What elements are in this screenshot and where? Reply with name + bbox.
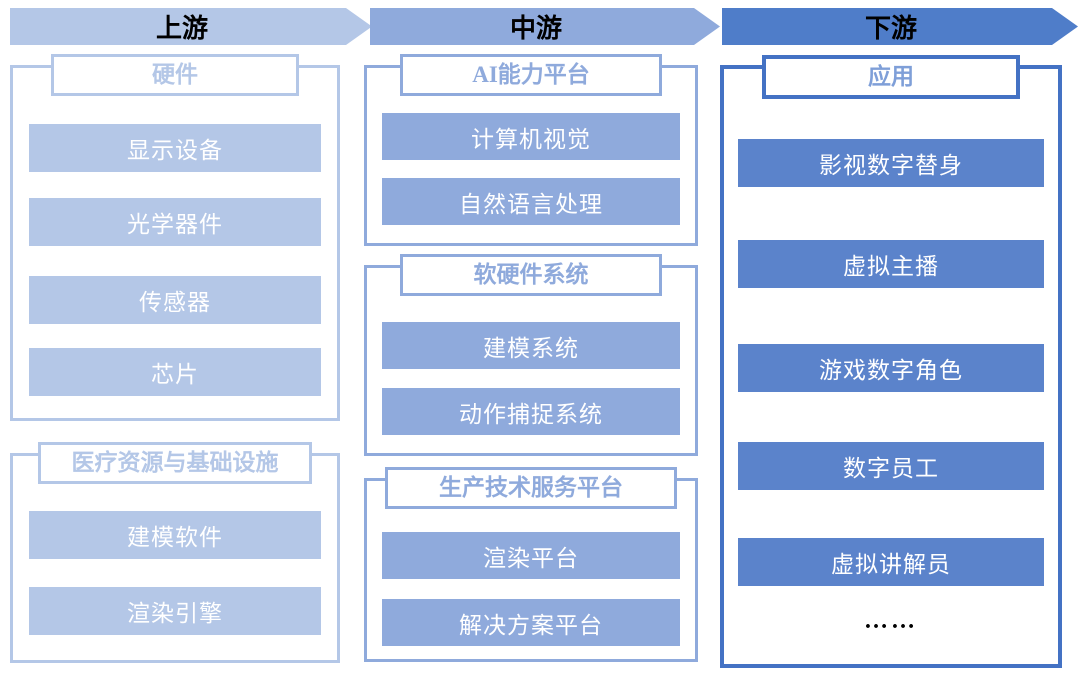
- chain-item-game-digital-characters: 游戏数字角色: [738, 344, 1044, 392]
- group-applications: 应用 影视数字替身 虚拟主播 游戏数字角色 数字员工 虚拟讲解员 ……: [720, 55, 1062, 668]
- stage-label-upstream: 上游: [155, 14, 208, 43]
- group-title-ai-capability-platform: AI能力平台: [400, 54, 662, 96]
- group-title-production-tech-service-platform: 生产技术服务平台: [385, 467, 677, 509]
- group-title-hardware: 硬件: [51, 54, 299, 96]
- group-resources-infrastructure: 医疗资源与基础设施 建模软件 渲染引擎: [10, 442, 340, 663]
- chain-item-computer-vision: 计算机视觉: [382, 113, 680, 160]
- stage-arrow-midstream: 中游: [370, 8, 720, 45]
- chain-item-more-ellipsis: ……: [864, 607, 918, 634]
- stage-label-midstream: 中游: [509, 14, 562, 43]
- group-title-software-hardware-systems: 软硬件系统: [400, 254, 662, 296]
- stage-arrow-upstream: 上游: [10, 8, 372, 45]
- chain-item-display-devices: 显示设备: [29, 124, 321, 172]
- group-ai-capability-platform: AI能力平台 计算机视觉 自然语言处理: [364, 54, 698, 246]
- group-production-tech-service-platform: 生产技术服务平台 渲染平台 解决方案平台: [364, 467, 698, 662]
- chain-item-motion-capture-system: 动作捕捉系统: [382, 388, 680, 435]
- group-title-applications: 应用: [762, 55, 1020, 99]
- chain-item-rendering-engine: 渲染引擎: [29, 587, 321, 635]
- chain-item-solution-platform: 解决方案平台: [382, 599, 680, 646]
- chain-item-modeling-system: 建模系统: [382, 322, 680, 369]
- group-hardware: 硬件 显示设备 光学器件 传感器 芯片: [10, 54, 340, 421]
- chain-item-virtual-anchor: 虚拟主播: [738, 240, 1044, 288]
- group-software-hardware-systems: 软硬件系统 建模系统 动作捕捉系统: [364, 254, 698, 456]
- group-title-resources-infrastructure: 医疗资源与基础设施: [38, 442, 312, 484]
- chain-item-virtual-presenter: 虚拟讲解员: [738, 538, 1044, 586]
- chain-item-modeling-software: 建模软件: [29, 511, 321, 559]
- chain-item-digital-employees: 数字员工: [738, 442, 1044, 490]
- stage-arrow-downstream: 下游: [722, 8, 1078, 45]
- chain-item-nlp: 自然语言处理: [382, 178, 680, 225]
- chain-item-rendering-platform: 渲染平台: [382, 532, 680, 579]
- chain-item-optical-components: 光学器件: [29, 198, 321, 246]
- chain-item-film-digital-doubles: 影视数字替身: [738, 139, 1044, 187]
- chain-item-sensors: 传感器: [29, 276, 321, 324]
- chain-item-chips: 芯片: [29, 348, 321, 396]
- stage-label-downstream: 下游: [864, 14, 917, 43]
